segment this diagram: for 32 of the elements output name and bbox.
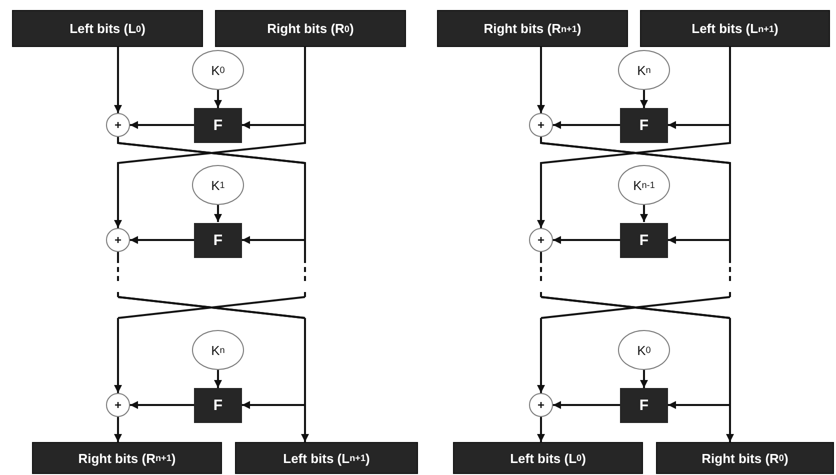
round-function-box: F: [620, 223, 668, 258]
arrow: [640, 205, 648, 222]
arrow: [537, 417, 545, 442]
xor-circle: +: [529, 393, 553, 417]
arrow: [114, 47, 122, 113]
xor-circle: +: [106, 228, 130, 252]
arrow: [214, 370, 222, 388]
arrow: [640, 370, 648, 388]
arrow: [117, 252, 309, 442]
arrow: [540, 252, 734, 442]
arrow: [537, 47, 731, 228]
arrow: [214, 90, 222, 108]
round-function-box: F: [620, 108, 668, 143]
round-function-box: F: [194, 108, 242, 143]
xor-circle: +: [529, 113, 553, 137]
arrow: [553, 401, 620, 409]
arrow: [130, 401, 194, 409]
arrow: [130, 236, 194, 244]
arrow: [214, 205, 222, 222]
arrow: [553, 121, 620, 129]
round-function-box: F: [194, 388, 242, 423]
round-function-box: F: [194, 223, 242, 258]
arrow: [114, 47, 306, 228]
arrow: [640, 90, 648, 108]
xor-circle: +: [106, 113, 130, 137]
arrow: [553, 236, 620, 244]
xor-circle: +: [106, 393, 130, 417]
xor-circle: +: [529, 228, 553, 252]
arrow: [537, 47, 545, 113]
arrow: [114, 417, 122, 442]
round-function-box: F: [620, 388, 668, 423]
arrow: [130, 121, 194, 129]
